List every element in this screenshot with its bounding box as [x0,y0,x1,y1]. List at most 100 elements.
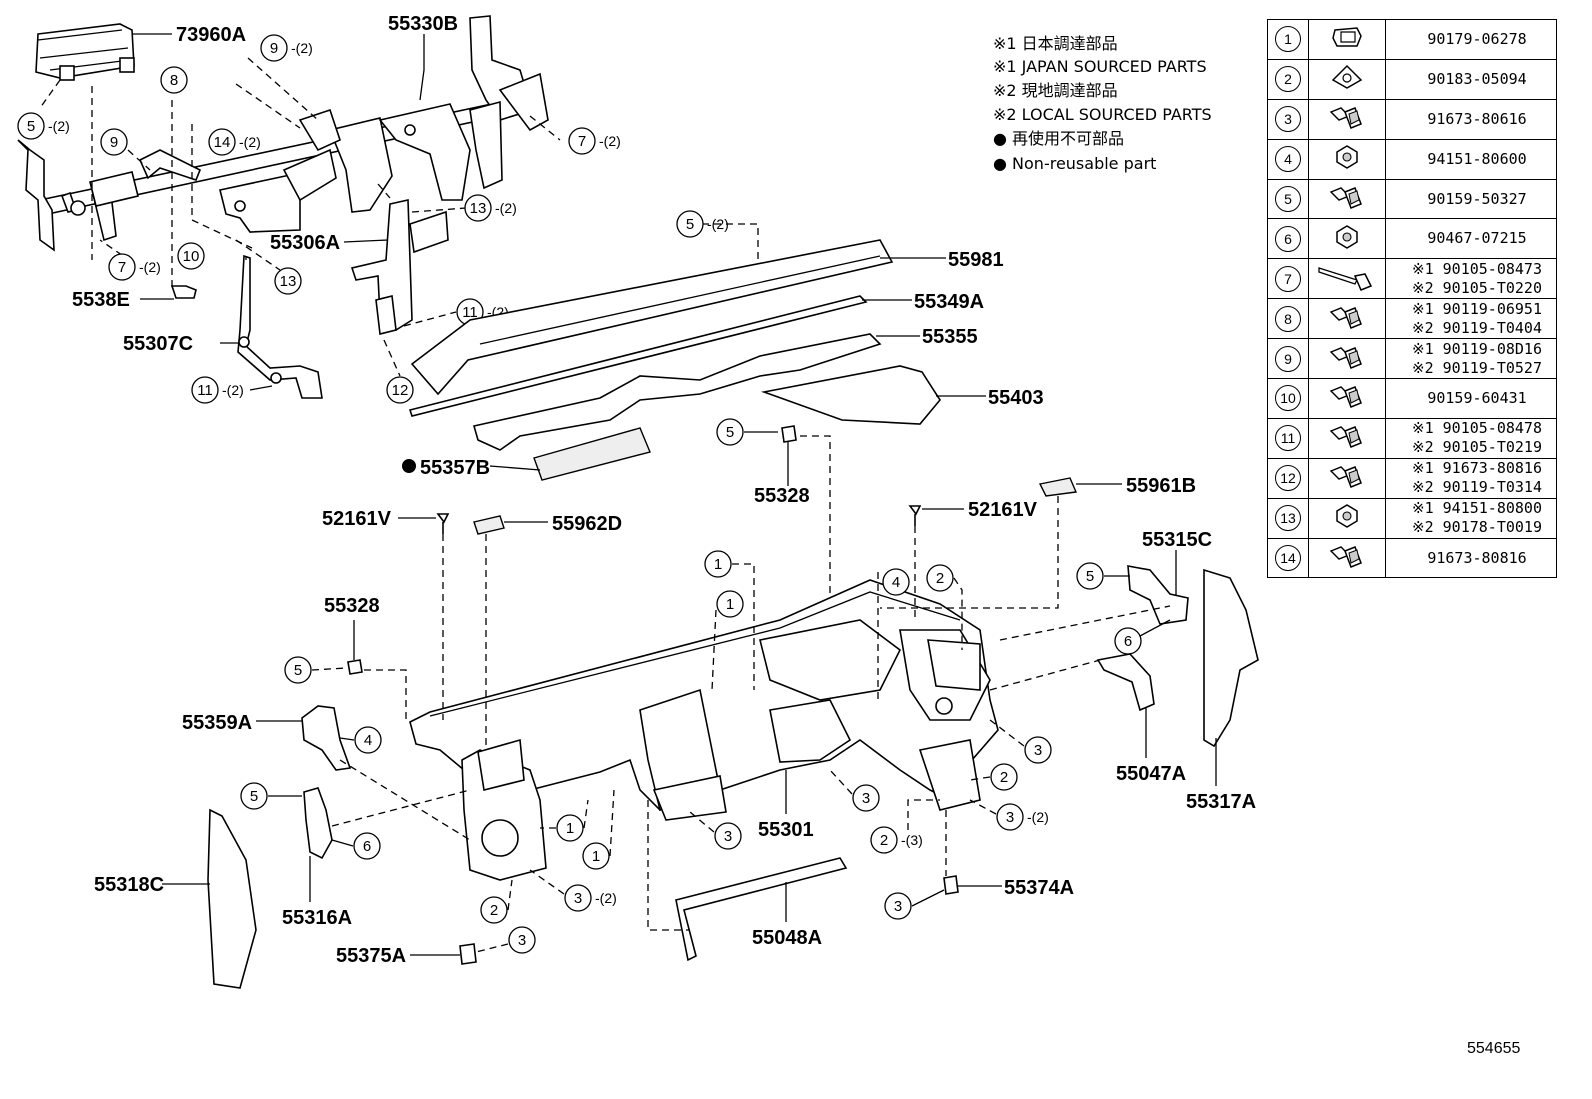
flange-nut-icon [1308,138,1386,180]
fastener-number-circle: 14 [1275,545,1301,572]
fastener-row: 11※1 90105-08478※2 90105-T0219 [1267,417,1557,459]
svg-text:5: 5 [27,118,35,135]
svg-text:3: 3 [1034,742,1042,759]
fastener-number-circle: 8 [1275,305,1301,332]
part-number-line-1: ※1 94151-80800 [1412,499,1542,518]
svg-text:4: 4 [892,574,900,591]
fastener-number-circle: 13 [1275,505,1301,532]
fastener-number-circle: 3 [1275,106,1301,133]
svg-text:5: 5 [686,216,694,233]
flange-bolt-icon [1308,378,1386,419]
fastener-number-circle: 5 [1275,186,1301,212]
part-number-line-2: ※2 90178-T0019 [1412,518,1542,537]
svg-text:6: 6 [363,838,371,855]
fastener-number: 12 [1267,457,1309,499]
fastener-part-number: 90183-05094 [1385,58,1557,100]
callout-3a: 3 [1024,736,1052,764]
bracket-55375A [459,943,477,965]
long-bolt-icon [1308,258,1386,300]
airbag-module-73960A [35,23,135,81]
svg-text:2: 2 [936,570,944,587]
fastener-row: 10 90159-60431 [1267,378,1557,419]
part-number-line-1: 90159-60431 [1427,388,1527,407]
fastener-number: 4 [1267,138,1309,180]
svg-text:2: 2 [1000,769,1008,786]
svg-text:-(2): -(2) [139,259,161,275]
callout-2b: 2 [990,763,1018,791]
label-55962D: 55962D [552,513,622,535]
svg-text:-(2): -(2) [291,40,313,56]
fastener-row: 12※1 91673-80816※2 90119-T0314 [1267,457,1557,499]
callout-3c: 3 [714,822,742,850]
label-55355: 55355 [922,326,978,348]
label-55330B: 55330B [388,13,458,35]
label-55981: 55981 [948,249,1004,271]
strip-55349A [408,295,868,417]
label-55318C: 55318C [94,874,164,896]
fastener-number: 1 [1267,19,1309,60]
bracket-55316A [303,787,333,860]
part-number-line-1: 94151-80600 [1427,149,1527,168]
fastener-part-number: ※1 90119-08D16※2 90119-T0527 [1385,338,1557,380]
legend: ※1 日本調達部品 ※1 JAPAN SOURCED PARTS ※2 現地調達… [993,34,1212,173]
vent-55962D [473,515,505,535]
callout-4b: 4 [354,726,382,754]
label-55307C: 55307C [123,333,193,355]
svg-text:3: 3 [1006,809,1014,826]
callout-3g: 3 [508,926,536,954]
svg-text:-(2): -(2) [595,890,617,906]
svg-text:3: 3 [724,828,732,845]
part-number-line-2: ※2 90119-T0527 [1412,358,1542,377]
clip-55328-lower [347,659,363,675]
brace-55306A [350,199,449,335]
svg-text:12: 12 [392,382,409,399]
part-number-line-2: ※2 90119-T0314 [1412,478,1542,497]
fastener-number: 13 [1267,497,1309,539]
svg-text:7: 7 [578,133,586,150]
reinforcement-beam-55330B [17,15,549,252]
flange-bolt-icon [1308,417,1386,459]
callout-5f: 5 [1076,562,1104,590]
part-number-line-1: ※1 90119-06951 [1412,299,1542,318]
svg-text:7: 7 [118,259,126,276]
svg-text:5: 5 [294,662,302,679]
fastener-row: 13 ※1 94151-80800※2 90178-T0019 [1267,497,1557,539]
svg-text:14: 14 [214,134,231,151]
fastener-number-circle: 7 [1275,265,1301,292]
flange-bolt-icon [1308,457,1386,499]
part-number-line-2: ※2 90119-T0404 [1412,318,1542,337]
svg-text:1: 1 [592,848,600,865]
callout-10: 10 [177,242,205,270]
side-cover-55318C [207,808,257,989]
part-number-line-1: 90179-06278 [1427,29,1527,48]
fastener-number: 7 [1267,258,1309,300]
svg-text:1: 1 [714,556,722,573]
callout-5b: 5 -(2) [676,210,729,238]
callout-8: 8 [160,66,188,94]
part-number-line-1: 90159-50327 [1427,189,1527,208]
fastener-part-number: 90159-60431 [1385,378,1557,419]
clip-55328-upper [781,425,797,443]
fastener-number: 2 [1267,58,1309,100]
svg-text:13: 13 [470,200,487,217]
part-number-line-2: ※2 90105-T0219 [1412,438,1542,457]
label-55301: 55301 [758,819,814,841]
fastener-number-circle: 10 [1275,385,1301,412]
svg-text:-(2): -(2) [599,133,621,149]
bracket-55315C [1127,565,1189,625]
label-55359A: 55359A [182,712,252,734]
brace-55307C [237,254,323,399]
flange-bolt-icon [1308,537,1386,579]
label-5538E: 5538E [72,289,130,311]
svg-text:-(2): -(2) [1027,809,1049,825]
side-cover-55317A [1203,568,1259,748]
pad-55357B [533,427,651,481]
callout-6b: 6 [1114,627,1142,655]
instrument-panel-55301 [409,579,999,881]
label-52161V-left: 52161V [322,508,392,530]
svg-text:5: 5 [726,424,734,441]
fastener-number-circle: 11 [1275,425,1301,452]
callout-13a: 13 -(2) [464,194,517,222]
fastener-part-number: 90467-07215 [1385,218,1557,260]
svg-text:9: 9 [110,134,118,151]
